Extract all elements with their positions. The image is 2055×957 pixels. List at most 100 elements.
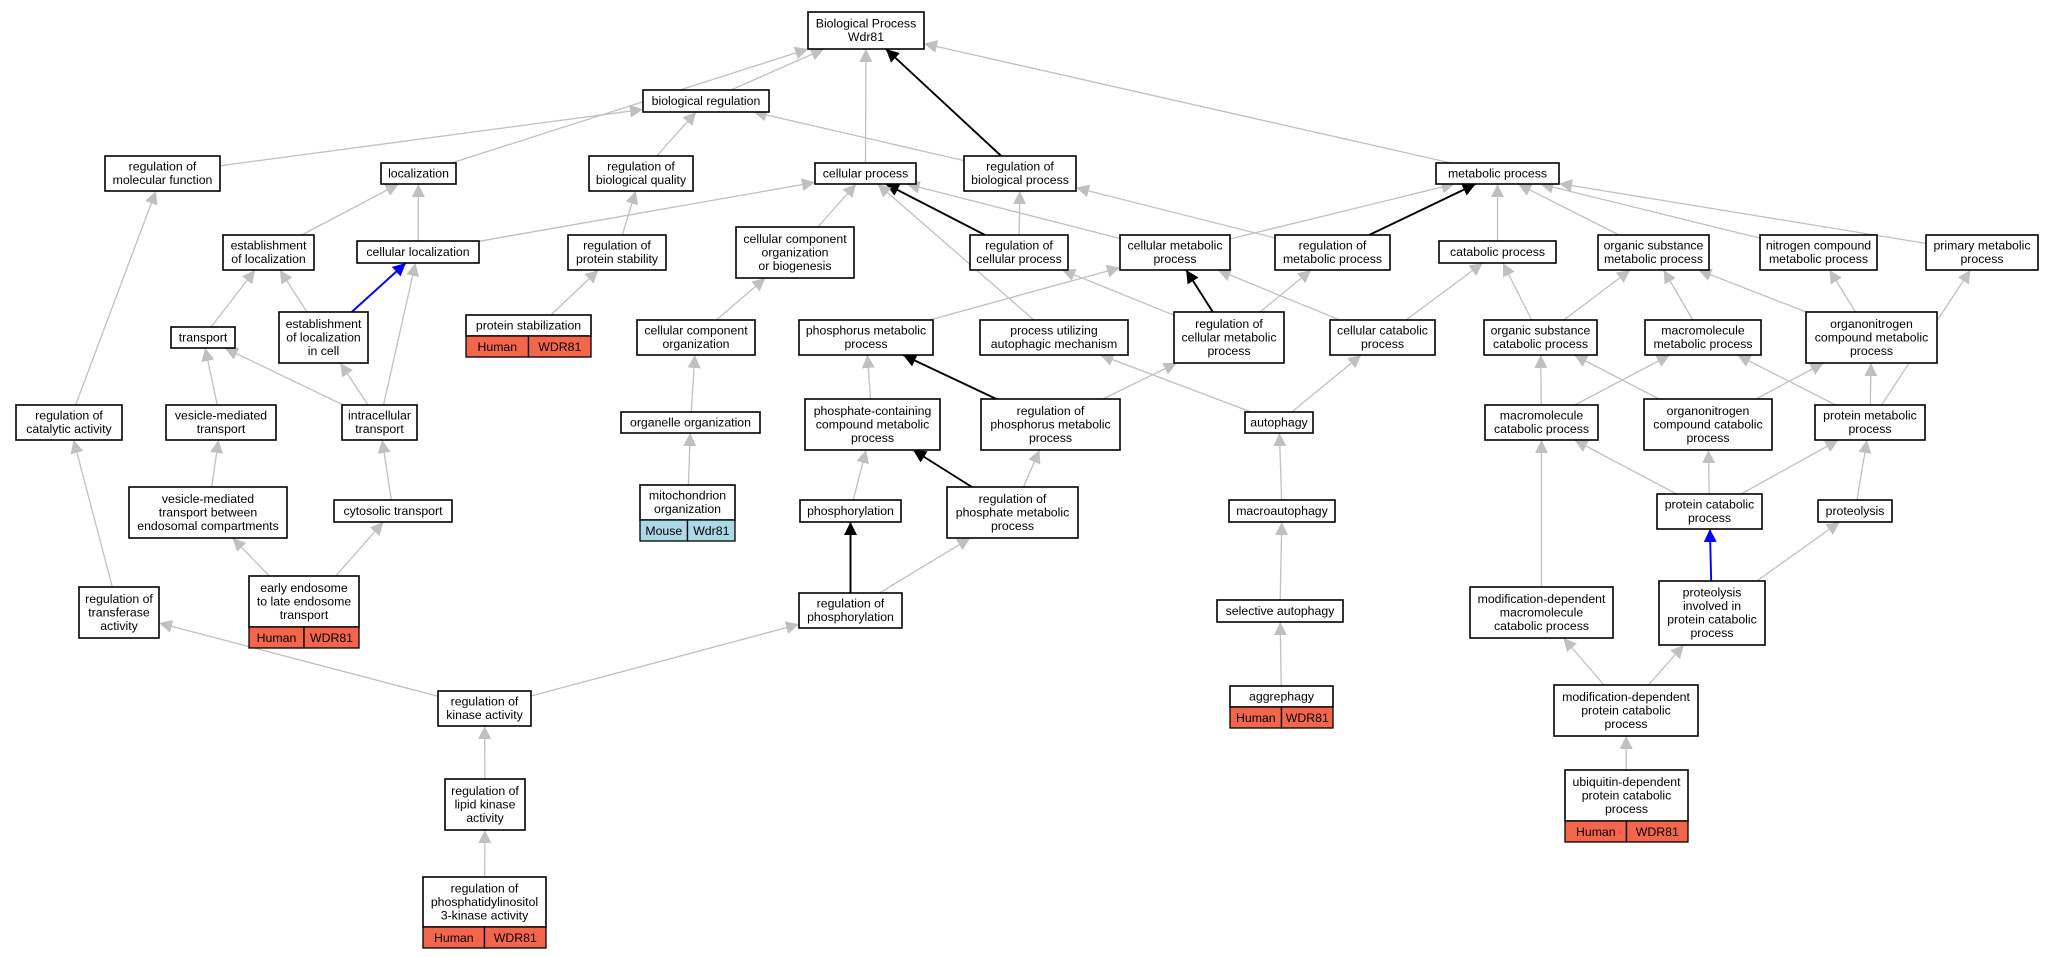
node-label-line: phosphate metabolic [956, 505, 1069, 519]
edge-regkinase-to-regtransf [158, 620, 439, 697]
go-term-node-selautoph[interactable]: selective autophagy [1216, 599, 1344, 623]
node-label-line: regulation of [85, 592, 153, 606]
edge-macromolcat-to-macromolmeta [1574, 354, 1671, 406]
node-label-line: early endosome [260, 581, 348, 595]
go-term-node-regpi3k[interactable]: regulation ofphosphatidylinositol3-kinas… [422, 876, 547, 949]
node-label-line: autophagy [1250, 415, 1308, 429]
go-term-node-macroautophagy[interactable]: macroautophagy [1228, 499, 1336, 523]
node-label-line: macromolecule [1500, 409, 1584, 423]
edge-regcellmeta-to-regmetaproc [1259, 269, 1312, 313]
go-term-node-metaproc[interactable]: metabolic process [1435, 162, 1560, 185]
edge-regprotstab-to-regbioqual [621, 190, 639, 236]
edge-autophagy-to-autophmech [1100, 353, 1252, 413]
edge-macromolcat-to-orgsubcat [1534, 354, 1548, 406]
edge-cellcat-to-cellmetaproc [1217, 268, 1341, 321]
go-term-node-cytotrans[interactable]: cytosolic transport [333, 499, 453, 523]
edge-ccorg-to-ccob [715, 277, 766, 321]
node-label-line: macromolecule [1661, 324, 1745, 338]
node-box [1173, 311, 1285, 364]
go-term-node-cellloc[interactable]: cellular localization [356, 240, 480, 264]
node-box [639, 484, 736, 521]
node-box [341, 404, 418, 441]
go-term-node-transport[interactable]: transport [170, 326, 236, 349]
go-term-node-phosphorylation[interactable]: phosphorylation [799, 499, 902, 523]
node-label-line: transport [197, 422, 246, 436]
node-box [1644, 319, 1762, 356]
go-term-node-catproc[interactable]: catabolic process [1438, 240, 1557, 264]
node-box [1216, 599, 1344, 623]
go-term-node-localization[interactable]: localization [380, 162, 457, 185]
node-label-line: process [1153, 252, 1196, 266]
go-term-node-cellproc[interactable]: cellular process [814, 162, 917, 185]
node-label-line: regulation of [583, 239, 651, 253]
edge-regkinase-to-regphosphorylation [530, 621, 800, 697]
go-term-node-autophagy[interactable]: autophagy [1244, 411, 1314, 434]
node-label-line: catabolic process [1494, 422, 1589, 436]
edge-vesmedtrans-to-transport [201, 347, 218, 406]
node-label-line: metabolic process [1448, 166, 1547, 180]
node-label-line: 3-kinase activity [441, 908, 529, 922]
node-label-line: cellular process [976, 252, 1061, 266]
node-box [248, 575, 360, 628]
edge-estloc-to-localization [301, 183, 399, 236]
node-label-line: biological process [971, 173, 1069, 187]
node-label-line: macroautophagy [1236, 504, 1328, 518]
node-label-line: aggrephagy [1249, 689, 1315, 703]
node-box [807, 11, 925, 50]
edge-primmeta-to-metaproc [1558, 179, 1927, 245]
go-term-node-moddepmacro[interactable]: modification-dependentmacromoleculecatab… [1469, 586, 1614, 639]
node-label-line: compound metabolic [1815, 330, 1928, 344]
go-term-node-orgorg[interactable]: organelle organization [620, 411, 761, 434]
node-label-line: biological quality [596, 173, 687, 187]
go-term-node-bioreg[interactable]: biological regulation [642, 89, 770, 113]
node-label-line: transport [280, 608, 329, 622]
node-label-line: regulation of [35, 409, 103, 423]
go-term-node-proteolysis[interactable]: proteolysis [1817, 499, 1893, 523]
node-label-line: catabolic process [1450, 245, 1545, 259]
